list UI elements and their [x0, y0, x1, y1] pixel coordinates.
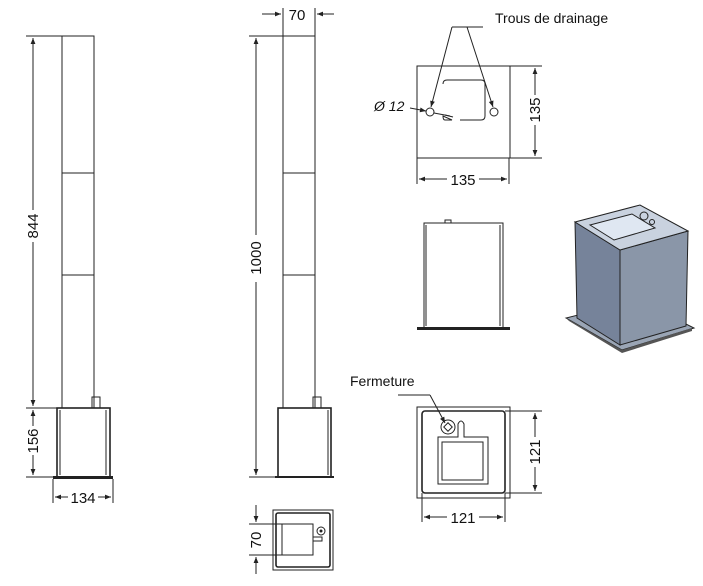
- dim-121-vertical: 121: [527, 439, 544, 464]
- middle-post-view: 70 1000 70: [248, 7, 334, 574]
- left-post-view: 844 156 134: [25, 35, 114, 507]
- drainage-top-view: Trous de drainage Ø 12 135 135: [373, 10, 608, 189]
- dim-70-bottom: 70: [248, 532, 265, 549]
- dim-121-horizontal: 121: [450, 510, 475, 527]
- hole-diameter-label: Ø 12: [373, 98, 405, 114]
- dim-844: 844: [25, 213, 42, 238]
- closure-label: Fermeture: [350, 373, 415, 389]
- dim-135-vertical: 135: [527, 97, 544, 122]
- dim-70-top: 70: [289, 7, 306, 24]
- box-front-view: [417, 219, 510, 330]
- dim-1000: 1000: [248, 241, 265, 274]
- box-3d-render: [564, 204, 696, 353]
- drainage-label: Trous de drainage: [495, 10, 608, 26]
- dim-156: 156: [25, 428, 42, 453]
- dim-135-horizontal: 135: [450, 172, 475, 189]
- dim-134: 134: [70, 490, 95, 507]
- lid-top-view: Fermeture 121 121: [350, 373, 544, 527]
